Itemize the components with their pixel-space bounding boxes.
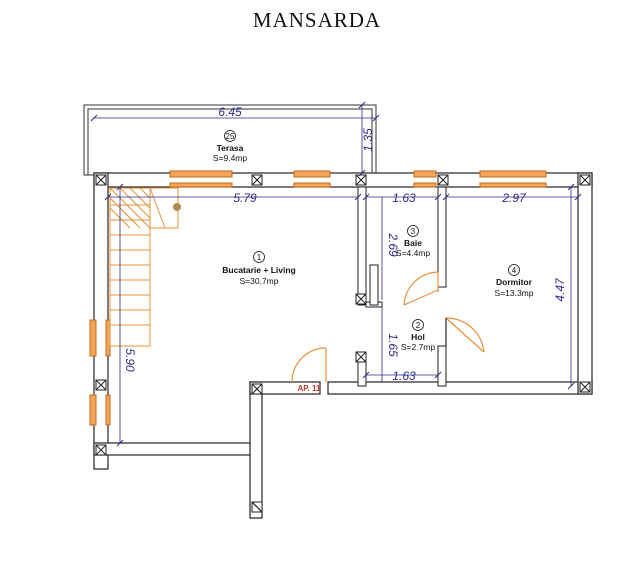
windows <box>89 170 547 426</box>
apartment-label: AP. 11 <box>298 384 322 393</box>
dim-bedroom-depth: 4.47 <box>553 277 567 302</box>
room-hol-name: Hol <box>411 332 425 342</box>
dimension-lines <box>94 105 578 443</box>
room-terasa: 25 Terasa S=9.4mp <box>213 130 248 163</box>
room-dormitor-name: Dormitor <box>496 277 533 287</box>
interior-walls <box>357 186 447 387</box>
room-baie-name: Baie <box>404 238 422 248</box>
room-baie: 3 Baie S=4.4mp <box>396 225 431 258</box>
doors <box>291 271 485 383</box>
room-hol-number: 2 <box>416 321 421 330</box>
room-living: 1 Bucatarie + Living S=30.7mp <box>222 251 296 286</box>
room-living-name: Bucatarie + Living <box>222 265 295 275</box>
plan-title: MANSARDA <box>252 8 382 32</box>
room-living-area: S=30.7mp <box>240 276 279 286</box>
room-dormitor-area: S=13.3mp <box>495 288 534 298</box>
dimension-ticks <box>90 101 582 447</box>
room-hol-area: S=2.7mp <box>401 342 436 352</box>
dim-hall-depth: 1.65 <box>386 333 400 357</box>
dim-bath-depth: 2.69 <box>386 232 400 257</box>
room-living-number: 1 <box>257 253 262 262</box>
columns <box>95 174 591 513</box>
room-terasa-number: 25 <box>226 132 235 141</box>
room-dormitor: 4 Dormitor S=13.3mp <box>495 264 534 298</box>
room-hol: 2 Hol S=2.7mp <box>401 319 436 352</box>
room-baie-number: 3 <box>411 227 416 236</box>
dim-bath-width: 1.63 <box>392 191 416 205</box>
dim-terrace-width: 6.45 <box>218 105 242 119</box>
dim-hall-width: 1.63 <box>392 369 416 383</box>
dim-terrace-depth: 1.35 <box>361 128 375 152</box>
dim-bedroom-width: 2.97 <box>501 191 527 205</box>
room-dormitor-number: 4 <box>512 266 517 275</box>
exterior-walls <box>93 172 593 519</box>
dim-left-depth: 5.90 <box>123 348 137 372</box>
room-baie-area: S=4.4mp <box>396 248 431 258</box>
dim-living-width: 5.79 <box>233 191 257 205</box>
room-terasa-name: Terasa <box>217 143 244 153</box>
room-terasa-area: S=9.4mp <box>213 153 248 163</box>
staircase <box>109 187 181 347</box>
